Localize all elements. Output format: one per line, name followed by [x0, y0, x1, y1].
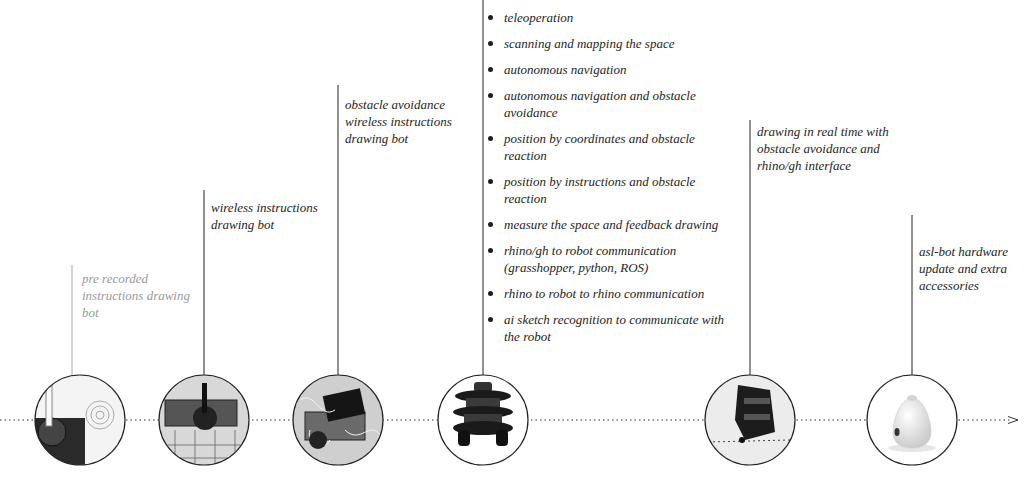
leader-line	[750, 120, 751, 375]
photo-frame	[293, 375, 383, 465]
robot-photo	[160, 383, 250, 470]
bullet-dot	[488, 93, 493, 98]
drawn-spiral	[91, 406, 109, 424]
bullet-dot	[488, 248, 493, 253]
leader-line	[204, 190, 205, 375]
robot-wheel	[496, 430, 508, 446]
feature-item: position by coordinates and obstacle rea…	[504, 130, 736, 164]
robot-photo	[300, 388, 380, 449]
bullet-dot	[488, 317, 493, 322]
milestone-label: obstacle avoidance wireless instructions…	[345, 96, 467, 147]
robot-sensor	[895, 428, 900, 436]
leader-line	[483, 0, 484, 375]
feature-item: teleoperation	[504, 9, 736, 26]
feature-item: autonomous navigation	[504, 61, 736, 78]
drawn-spiral	[96, 411, 104, 419]
robot-photo	[35, 378, 114, 468]
photo-frame	[705, 375, 795, 465]
photo-frame	[159, 375, 249, 465]
milestone-label: drawing in real time with obstacle avoid…	[757, 123, 907, 174]
floor-grid	[160, 430, 250, 470]
photo-circle	[867, 375, 957, 465]
drawn-spiral	[86, 401, 114, 429]
bullet-dot	[488, 179, 493, 184]
milestone-label: asl-bot hardware update and extra access…	[919, 243, 1019, 294]
bullet-dot	[488, 136, 493, 141]
axis-arrowhead	[1008, 417, 1018, 424]
robot-plate	[744, 398, 770, 404]
bullet-dot	[488, 222, 493, 227]
photo-frame	[867, 375, 957, 465]
milestone-label: wireless instructions drawing bot	[211, 199, 331, 233]
feature-item: scanning and mapping the space	[504, 35, 736, 52]
bullet-dot	[488, 15, 493, 20]
robot-box	[323, 388, 366, 421]
robot-pen	[202, 383, 207, 413]
photo-circle	[159, 375, 249, 465]
robot-plate	[744, 414, 770, 420]
robot-render	[888, 395, 936, 452]
photo-circle	[705, 375, 795, 465]
bullet-dot	[488, 291, 493, 296]
photo-circle	[293, 375, 383, 465]
bullet-dot	[488, 41, 493, 46]
photo-frame	[438, 375, 528, 465]
robot-shell	[893, 398, 931, 448]
feature-item: measure the space and feedback drawing	[504, 216, 736, 233]
leader-line	[72, 265, 73, 376]
robot-wheel	[458, 430, 470, 446]
robot-cap	[907, 395, 917, 401]
drawn-trace	[708, 440, 790, 442]
robot-photo	[708, 385, 790, 443]
feature-item: ai sketch recognition to communicate wit…	[504, 311, 736, 345]
pen-mark	[739, 437, 745, 443]
bullet-dot	[488, 67, 493, 72]
robot-body	[735, 385, 775, 440]
feature-item: autonomous navigation and obstacle avoid…	[504, 87, 736, 121]
robot-photo	[453, 382, 513, 446]
robot-wheel	[309, 431, 327, 449]
leader-line	[338, 85, 339, 375]
feature-item: rhino/gh to robot communication (grassho…	[504, 242, 736, 276]
photo-circle	[438, 375, 528, 465]
feature-item: rhino to robot to rhino communication	[504, 285, 736, 302]
photo-frame	[35, 375, 125, 465]
leader-line	[912, 215, 913, 375]
feature-item: position by instructions and obstacle re…	[504, 173, 736, 207]
milestone-label: pre recorded instructions drawing bot	[82, 270, 200, 321]
